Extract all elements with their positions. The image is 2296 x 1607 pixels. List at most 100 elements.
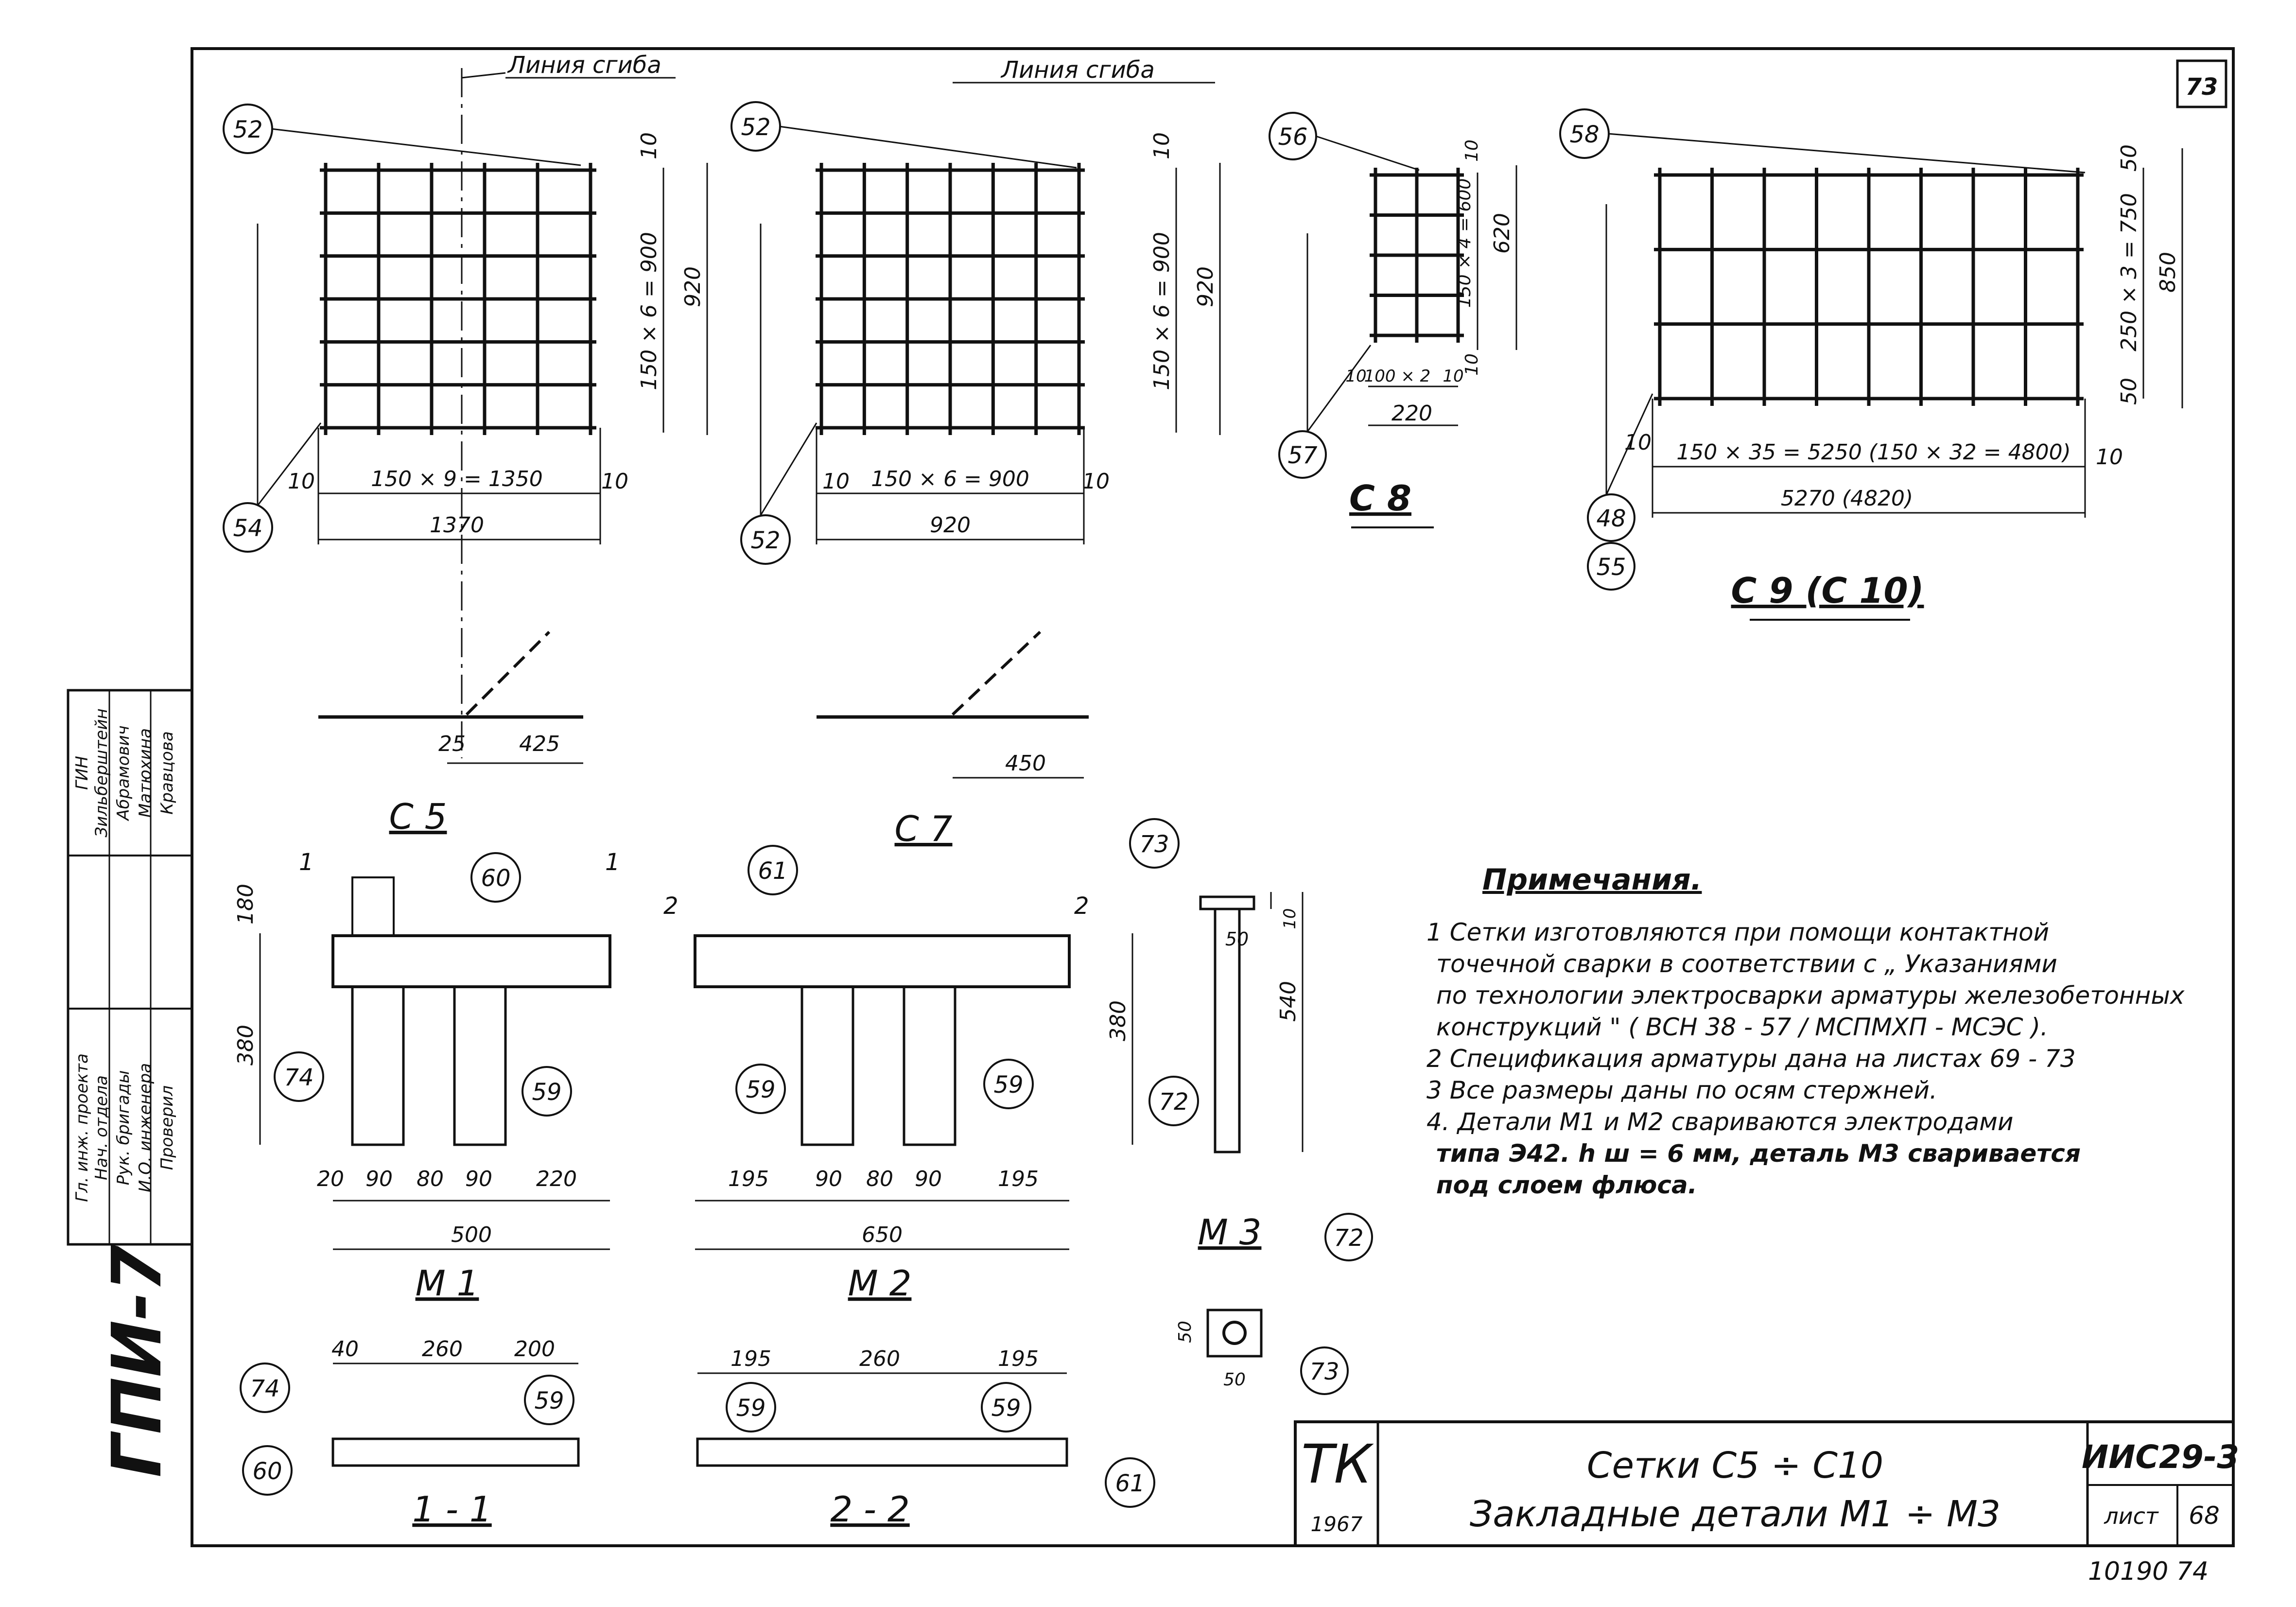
bend-label-2: Линия сгиба [1000, 56, 1155, 84]
mesh-c9: 150 × 35 = 5250 (150 × 32 = 4800) 5270 (… [1559, 108, 2183, 621]
c9-dim-height: 250 × 3 = 750 [2117, 193, 2141, 351]
mark-bubble [740, 514, 791, 565]
notes-heading: Примечания. [1482, 863, 1702, 897]
c9-mark-48: 48 [1596, 505, 1626, 532]
c5-dim-top10: 10 [637, 132, 661, 159]
c5-mark-52: 52 [233, 116, 262, 143]
mesh-c7: Линия сгиба 150 × 6 = 900 920 10 10 150 … [731, 56, 1221, 849]
note-line-3: по технологии электросварки арматуры жел… [1436, 981, 2185, 1010]
c9-dim-bot50: 50 [2117, 378, 2141, 405]
m2-dim-90b: 90 [915, 1167, 942, 1191]
m3-mark-73a: 73 [1139, 831, 1169, 858]
note-line-4: конструкций " ( ВСН 38 - 57 / МСПМХП - М… [1436, 1013, 2048, 1041]
c7-dim-h-total: 920 [1193, 266, 1218, 307]
mark-bubble [983, 1059, 1034, 1109]
m1-section-left: 1 [299, 849, 314, 876]
sheet-number: 68 [2189, 1502, 2220, 1530]
c9-title: С 9 (С 10) [1731, 570, 1924, 611]
mark-bubble [1278, 430, 1327, 479]
mark-bubble [1587, 542, 1635, 591]
section-2-2: 195 260 195 2 - 2 59 59 61 [696, 1346, 1155, 1530]
page-mark: 73 [2186, 73, 2218, 101]
c5-dim-height: 150 × 6 = 900 [637, 232, 661, 390]
title-block: ТК 1967 Сетки С5 ÷ С10 Закладные детали … [1294, 1420, 2239, 1547]
c9-dim-top50: 50 [2117, 144, 2141, 172]
c8-dim-bot10: 10 [1462, 353, 1482, 376]
side-table-name: Матюхина [136, 728, 155, 818]
c7-dim-r10: 10 [1082, 469, 1110, 494]
side-table-role: Гл. инж. проекта [72, 1053, 92, 1202]
s11-title: 1 - 1 [412, 1489, 491, 1530]
side-table-name: Зильберштейн [92, 708, 111, 837]
mark-bubble [242, 1445, 293, 1496]
m3-dim-10: 10 [1280, 908, 1300, 929]
side-table-role: Проверил [157, 1085, 177, 1170]
c5-dim-width: 150 × 9 = 1350 [371, 467, 543, 491]
mark-bubble [1324, 1213, 1373, 1261]
s11-dim-200: 200 [514, 1337, 555, 1362]
detail-m1: 180 380 20 90 80 90 220 500 М 1 1 1 60 7… [233, 849, 620, 1304]
c7-dim-total: 920 [930, 513, 971, 538]
m1-title: М 1 [416, 1263, 479, 1304]
s22-dim-195a: 195 [731, 1346, 771, 1371]
sheet-label: лист [2104, 1503, 2159, 1529]
bend-label-1: Линия сгиба [507, 52, 661, 79]
c8-dim-height: 150 × 4 = 600 [1455, 178, 1475, 308]
detail-m3: 10 50 540 М 3 50 50 73 72 72 73 [1129, 818, 1373, 1395]
m2-mark-59a: 59 [746, 1076, 775, 1103]
m2-dim-80: 80 [866, 1167, 893, 1191]
side-table-name: Абрамович [114, 725, 133, 821]
mark-bubble [522, 1066, 572, 1117]
m1-mark-60: 60 [481, 865, 510, 892]
m3-title: М 3 [1198, 1212, 1262, 1253]
c5-dim-total: 1370 [430, 513, 484, 538]
c8-dim-100x2: 100 × 2 [1364, 367, 1431, 386]
m2-dim-380: 380 [1106, 1000, 1131, 1041]
side-table-name: ГИН [72, 756, 92, 790]
mark-bubble [981, 1382, 1031, 1432]
mesh-c5: Линия сгиба 150 × 9 = 1350 1370 10 10 15… [223, 52, 708, 837]
mark-bubble [748, 845, 798, 895]
m1-dim-500: 500 [451, 1223, 492, 1247]
mark-bubble [274, 1051, 324, 1102]
note-line-7: 4. Детали М1 и М2 свариваются электродам… [1426, 1108, 2013, 1136]
mark-bubble [1105, 1457, 1155, 1508]
s11-mark-74: 74 [250, 1375, 279, 1402]
c7-dim-height: 150 × 6 = 900 [1149, 232, 1174, 390]
m1-dim-80: 80 [417, 1167, 444, 1191]
c9-mark-58: 58 [1569, 121, 1599, 148]
m1-dim-180: 180 [233, 884, 258, 925]
mark-bubble [524, 1375, 574, 1425]
s11-dim-40: 40 [331, 1337, 359, 1362]
m2-mark-59b: 59 [993, 1071, 1023, 1099]
s22-mark-59b: 59 [991, 1395, 1021, 1422]
note-line-5: 2 Спецификация арматуры дана на листах 6… [1426, 1045, 2076, 1073]
c7-mark-52b: 52 [750, 527, 780, 554]
c5-dim-425: 425 [519, 732, 560, 756]
mark-bubble [726, 1382, 776, 1432]
m3-plan-dim-h: 50 [1175, 1321, 1195, 1343]
c9-dim-r10: 10 [2096, 445, 2123, 470]
title-line-2: Закладные детали М1 ÷ М3 [1470, 1493, 2000, 1535]
bottom-right-numbers: 10190 74 [2088, 1557, 2209, 1586]
m1-dim-90b: 90 [465, 1167, 492, 1191]
page-mark-box [2176, 59, 2227, 108]
c8-mark-57: 57 [1287, 442, 1318, 469]
c8-dim-l10: 10 [1345, 367, 1366, 386]
c5-mark-54: 54 [233, 515, 262, 542]
mark-bubble [470, 852, 521, 903]
m2-dim-195a: 195 [728, 1167, 769, 1191]
s11-mark-59: 59 [534, 1387, 564, 1415]
m1-section-right: 1 [605, 849, 620, 876]
c5-dim-25: 25 [438, 732, 466, 756]
s11-dim-260: 260 [422, 1337, 463, 1362]
s22-mark-61: 61 [1115, 1470, 1145, 1497]
s22-dim-260: 260 [859, 1346, 900, 1371]
c9-dim-h-total: 850 [2156, 252, 2180, 293]
c5-dim-r10: 10 [601, 469, 628, 494]
title-line-1: Сетки С5 ÷ С10 [1587, 1445, 1883, 1486]
m2-dim-650: 650 [862, 1223, 903, 1247]
m1-dim-90a: 90 [365, 1167, 393, 1191]
